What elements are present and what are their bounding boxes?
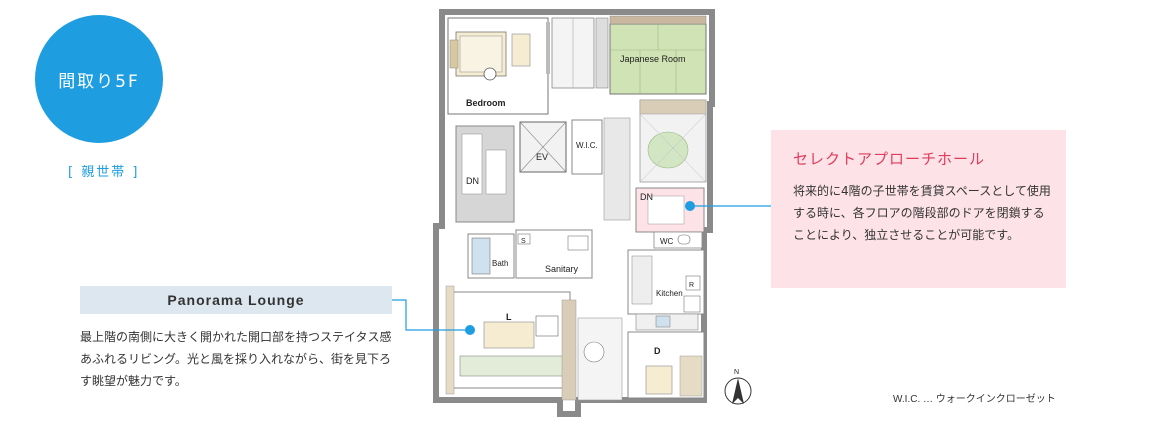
wic-area: W.I.C. [571,117,631,221]
bath-area: Bath [467,233,515,279]
select-hall-description: 将来的に4階の子世帯を賃貸スペースとして使用する時に、各フロアの階段部のドアを閉… [793,184,1051,242]
bedroom-label: Bedroom [466,98,506,108]
dn-right-label: DN [640,192,653,202]
courtyard [639,99,707,183]
sanitary-area: S Sanitary [515,229,593,279]
lounge-connector [392,299,475,335]
japanese-room-label: Japanese Room [620,54,686,64]
bath-label: Bath [492,259,508,268]
wic-label: W.I.C. [576,141,598,150]
wic-legend: W.I.C. … ウォークインクローゼット [893,394,1056,405]
floor-badge: 間取り5F [35,15,163,143]
closet-strip [551,17,609,89]
panorama-lounge-description: 最上階の南側に大きく開かれた開口部を持つステイタス感あふれるリビング。光と風を採… [80,330,392,388]
household-label: [ 親世帯 ] [68,165,140,180]
panorama-lounge-title: Panorama Lounge [80,286,392,314]
stair-left: DN [455,125,515,223]
select-hall-callout [771,130,1066,288]
hall-connector [685,201,771,211]
north-arrow: N [724,369,752,405]
sanitary-label: Sanitary [545,264,579,274]
elevator: EV [519,121,567,173]
select-hall-title: セレクトアプローチホール [793,150,986,168]
dining-label: D [654,346,661,356]
living-label: L [506,312,512,322]
ev-label: EV [536,152,548,162]
kitchen-area: R Kitchen [627,249,705,331]
japanese-room: Japanese Room [609,15,707,95]
floor-badge-label: 間取り5F [58,71,140,92]
s-label: S [521,238,526,245]
dn-left-label: DN [466,176,479,186]
bedroom-area: Bedroom [447,17,550,115]
kitchen-label: Kitchen [656,289,683,298]
wc-area: WC [653,231,703,249]
dining-area: D [577,317,705,401]
wc-label: WC [660,237,674,246]
r-label: R [689,282,694,289]
approach-hall-stair: DN [635,187,705,233]
north-label: N [734,369,739,376]
living-area: L [445,285,571,395]
balcony-strip [561,299,577,401]
